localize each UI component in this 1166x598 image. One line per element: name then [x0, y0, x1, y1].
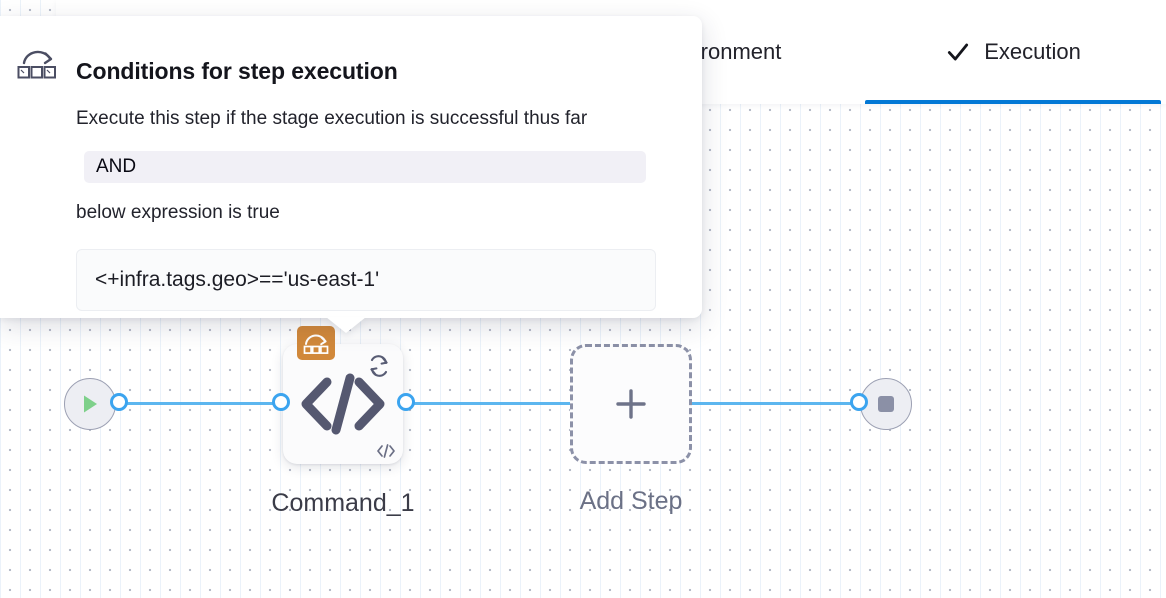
condition-operator-value: AND: [96, 156, 137, 177]
add-step-button[interactable]: [570, 344, 692, 464]
pipeline-end-node[interactable]: [860, 378, 912, 430]
check-icon: [948, 43, 969, 61]
conditional-execution-icon: [303, 334, 329, 354]
stop-icon: [878, 396, 894, 412]
tab-active-underline: [865, 100, 1161, 104]
tooltip-title: Conditions for step execution: [76, 58, 398, 84]
tab-execution-label: Execution: [984, 39, 1081, 64]
port-end-input[interactable]: [850, 393, 868, 411]
edge-start-to-command: [112, 402, 312, 405]
tab-strip: ronment Execution: [56, 0, 1166, 104]
condition-expression-value: <+infra.tags.geo>=='us-east-1': [95, 268, 380, 291]
add-step-label: Add Step: [579, 487, 683, 515]
code-marker-icon: [377, 444, 395, 458]
tooltip-description: Execute this step if the stage execution…: [76, 108, 588, 129]
port-start-output[interactable]: [110, 393, 128, 411]
play-icon: [84, 395, 97, 413]
condition-operator-field[interactable]: AND: [84, 151, 646, 183]
pipeline-start-node[interactable]: [64, 378, 116, 430]
tab-execution[interactable]: Execution: [865, 0, 1161, 104]
port-command-output[interactable]: [397, 393, 415, 411]
tooltip-subtext: below expression is true: [76, 202, 280, 223]
tab-environment-label: ronment: [700, 39, 782, 64]
edge-addstep-to-end: [682, 402, 874, 405]
conditional-execution-tooltip: Conditions for step execution Execute th…: [0, 16, 702, 333]
retry-loop-icon: [370, 355, 388, 377]
step-label-command-1: Command_1: [271, 489, 415, 517]
code-icon: [283, 344, 403, 464]
plus-icon: [616, 389, 646, 419]
port-command-input[interactable]: [272, 393, 290, 411]
conditional-execution-icon: [17, 50, 56, 79]
tab-environment[interactable]: ronment: [616, 0, 866, 104]
step-node-command-1[interactable]: [283, 344, 403, 464]
condition-expression-field[interactable]: <+infra.tags.geo>=='us-east-1': [76, 249, 656, 311]
edge-command-to-addstep: [398, 402, 588, 405]
tooltip-arrow: [326, 317, 366, 333]
